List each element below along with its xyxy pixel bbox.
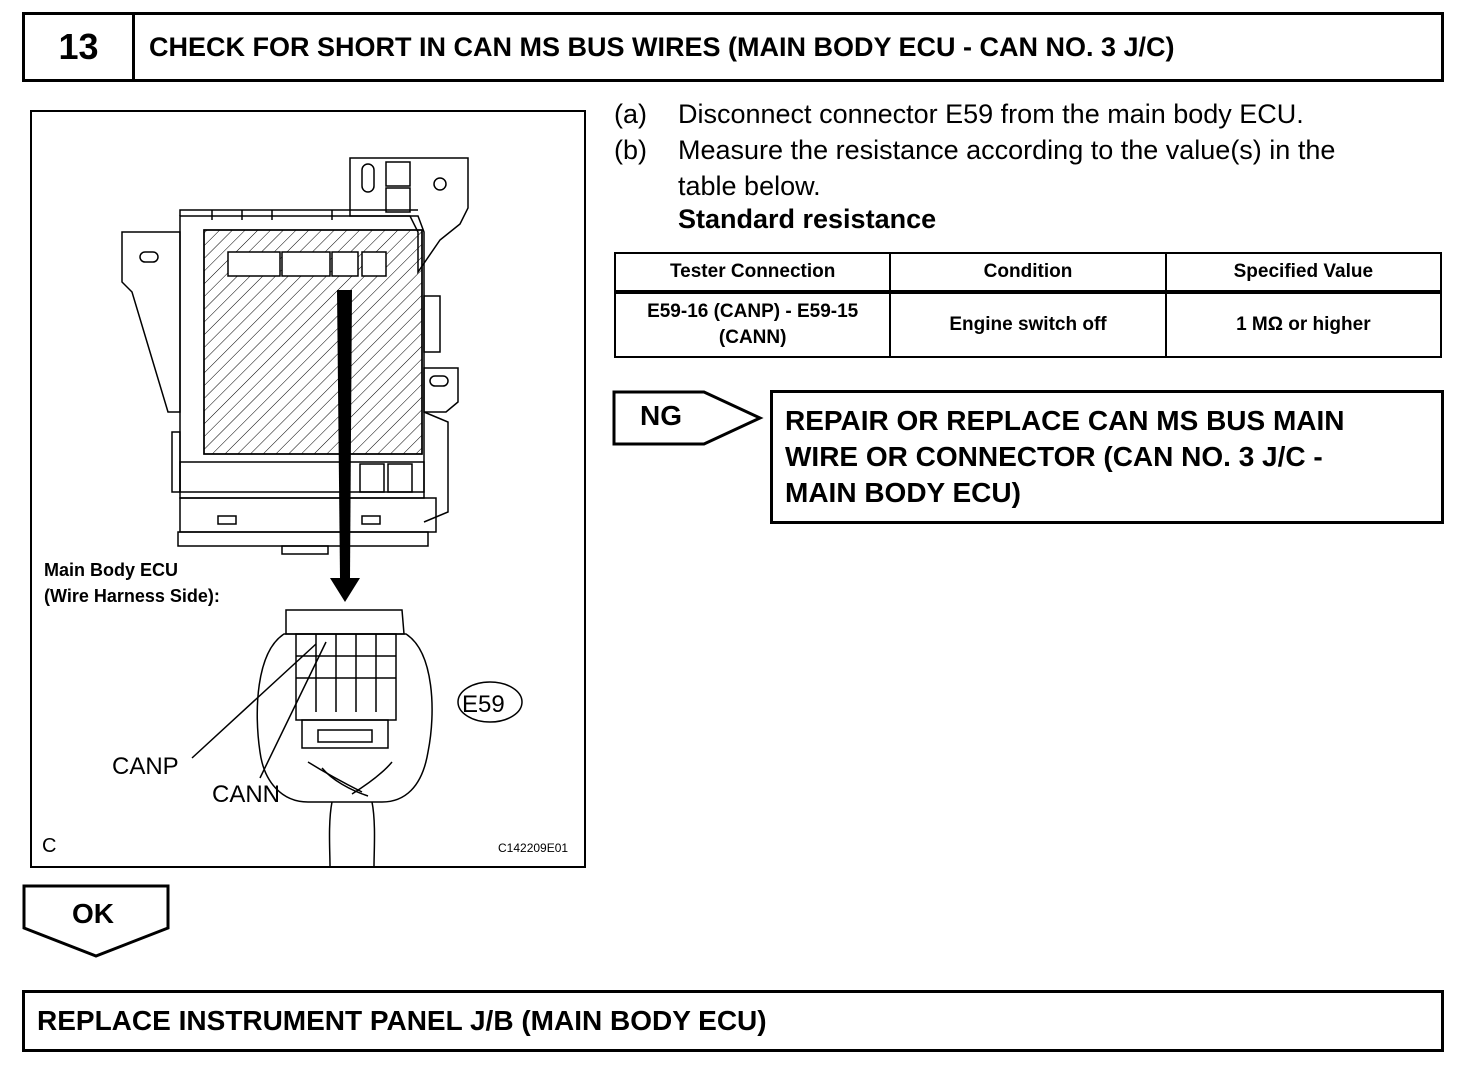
ng-result-line-3: MAIN BODY ECU) xyxy=(785,477,1021,508)
corner-letter: C xyxy=(42,835,56,857)
table-row: E59-16 (CANP) - E59-15 (CANN) Engine swi… xyxy=(613,291,1443,358)
cell-specified-value: 1 MΩ or higher xyxy=(1164,291,1443,358)
header-specified-value: Specified Value xyxy=(1164,252,1443,293)
ng-result-line-1: REPAIR OR REPLACE CAN MS BUS MAIN xyxy=(785,405,1345,436)
instruction-b-text-cont: table below. xyxy=(678,171,821,201)
cell-condition: Engine switch off xyxy=(889,291,1167,358)
ng-arrow: NG xyxy=(612,390,764,448)
step-title: CHECK FOR SHORT IN CAN MS BUS WIRES (MAI… xyxy=(149,31,1175,62)
ng-label: NG xyxy=(640,400,682,431)
ng-result-line-2: WIRE OR CONNECTOR (CAN NO. 3 J/C - xyxy=(785,441,1323,472)
canp-label: CANP xyxy=(112,753,179,780)
ecu-diagram: Main Body ECU (Wire Harness Side): E59 C… xyxy=(42,157,568,866)
instruction-b-letter: (b) xyxy=(614,135,647,165)
connector-id-label: E59 xyxy=(462,691,505,718)
ng-result-box: REPAIR OR REPLACE CAN MS BUS MAIN WIRE O… xyxy=(770,390,1444,524)
connector-illustration: Main Body ECU (Wire Harness Side): E59 C… xyxy=(30,110,586,868)
caption-main-body-ecu: Main Body ECU xyxy=(44,560,178,580)
cell-tester-connection: E59-16 (CANP) - E59-15 (CANN) xyxy=(613,291,892,358)
instruction-b-text: Measure the resistance according to the … xyxy=(678,135,1336,165)
instruction-a-text: Disconnect connector E59 from the main b… xyxy=(678,99,1304,129)
tester-line2: (CANN) xyxy=(718,327,787,348)
final-step-box: REPLACE INSTRUMENT PANEL J/B (MAIN BODY … xyxy=(22,990,1444,1052)
spec-table: Tester Connection Condition Specified Va… xyxy=(613,252,1443,358)
standard-resistance-label: Standard resistance xyxy=(678,204,937,234)
ng-arrow-shape xyxy=(612,390,764,446)
caption-wire-harness-side: (Wire Harness Side): xyxy=(44,586,220,606)
instruction-a-letter: (a) xyxy=(614,99,647,129)
header-tester-connection: Tester Connection xyxy=(613,252,892,293)
ok-arrow: OK xyxy=(22,884,170,960)
step-header: 13 CHECK FOR SHORT IN CAN MS BUS WIRES (… xyxy=(22,12,1444,82)
figure-code: C142209E01 xyxy=(498,841,568,855)
cann-label: CANN xyxy=(212,781,280,808)
header-condition: Condition xyxy=(889,252,1167,293)
table-header-row: Tester Connection Condition Specified Va… xyxy=(613,252,1443,293)
tester-line1: E59-16 (CANP) - E59-15 xyxy=(647,301,859,322)
ok-arrow-shape xyxy=(22,884,170,958)
ok-label: OK xyxy=(72,898,114,929)
step-number: 13 xyxy=(25,15,135,79)
